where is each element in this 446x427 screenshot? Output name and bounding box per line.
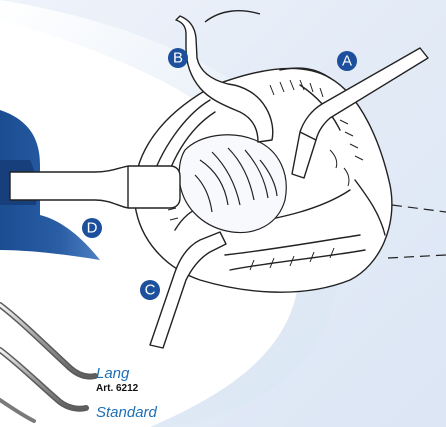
callout-c-label: C xyxy=(145,282,156,299)
caption-article-number: Art. 6212 xyxy=(96,383,138,394)
callout-a-label: A xyxy=(342,53,352,70)
callout-b: B xyxy=(168,48,188,68)
callout-b-label: B xyxy=(173,50,183,67)
callout-d-label: D xyxy=(87,220,98,237)
caption-lang: Lang xyxy=(96,366,129,381)
callout-c: C xyxy=(140,280,160,300)
callout-a: A xyxy=(337,51,357,71)
callout-d: D xyxy=(82,218,102,238)
instrument-tips xyxy=(0,305,95,421)
caption-standard: Standard xyxy=(96,405,157,420)
